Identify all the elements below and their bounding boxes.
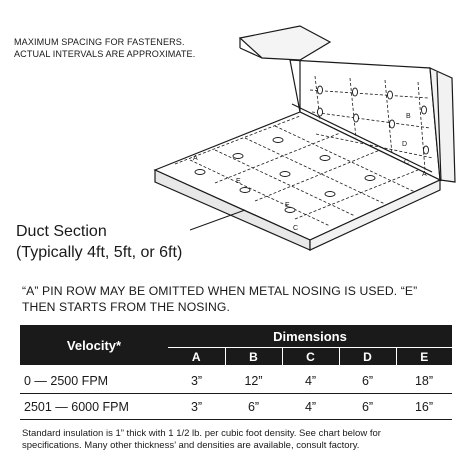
cell-c: 4” xyxy=(282,365,339,394)
fastener-pins xyxy=(194,85,429,213)
letter-e: E xyxy=(236,178,241,185)
cell-d: 6” xyxy=(339,365,396,394)
cell-b: 12” xyxy=(225,365,282,394)
dimension-letters: A E E C B D C A xyxy=(193,113,427,232)
column-header-c: C xyxy=(281,347,339,365)
dimensions-table-wrap: Velocity* Dimensions A B C D E 0 — 2500 … xyxy=(20,325,453,422)
letter-c-2: C xyxy=(404,159,409,166)
footnote-line-1: Standard insulation is 1” thick with 1 1… xyxy=(22,428,381,439)
velocity-header: Velocity* xyxy=(20,325,168,365)
letter-b: B xyxy=(406,113,411,120)
pin-row-note: “A” PIN ROW MAY BE OMITTED WHEN METAL NO… xyxy=(22,284,452,315)
letter-a: A xyxy=(193,155,198,162)
letter-c: C xyxy=(293,225,298,232)
column-header-a: A xyxy=(168,347,225,365)
cell-c: 4” xyxy=(282,393,339,420)
note-line-1: “A” PIN ROW MAY BE OMITTED WHEN METAL NO… xyxy=(22,284,418,298)
cell-a: 3” xyxy=(168,365,225,394)
row-velocity: 2501 — 6000 FPM xyxy=(20,393,168,420)
letter-a-2: A xyxy=(422,171,427,178)
cell-e: 18” xyxy=(396,365,453,394)
table-row: 0 — 2500 FPM 3” 12” 4” 6” 18” xyxy=(20,365,453,394)
duct-liner-diagram: A E E C B D C A xyxy=(153,25,456,251)
duct-section-label: Duct Section (Typically 4ft, 5ft, or 6ft… xyxy=(16,221,206,263)
cell-d: 6” xyxy=(339,393,396,420)
letter-d: D xyxy=(402,141,407,148)
fastener-spacing-caption: MAXIMUM SPACING FOR FASTENERS. ACTUAL IN… xyxy=(14,36,244,60)
column-header-d: D xyxy=(338,347,396,365)
letter-e-2: E xyxy=(285,202,290,209)
caption-line-2: ACTUAL INTERVALS ARE APPROXIMATE. xyxy=(14,49,196,59)
dimensions-table: Velocity* Dimensions A B C D E 0 — 2500 … xyxy=(20,325,453,420)
caption-line-1: MAXIMUM SPACING FOR FASTENERS. xyxy=(14,37,185,47)
note-line-2: THEN STARTS FROM THE NOSING. xyxy=(22,299,230,314)
duct-section-leader xyxy=(189,209,246,231)
fastener-grid xyxy=(174,75,434,227)
cell-e: 16” xyxy=(396,393,453,420)
row-velocity: 0 — 2500 FPM xyxy=(20,365,168,394)
insulation-footnote: Standard insulation is 1” thick with 1 1… xyxy=(22,428,462,452)
table-row: 2501 — 6000 FPM 3” 6” 4” 6” 16” xyxy=(20,393,453,420)
cell-a: 3” xyxy=(168,393,225,420)
dimensions-header: Dimensions xyxy=(168,325,453,348)
duct-label-line-1: Duct Section xyxy=(16,223,107,240)
footnote-line-2: specifications. Many other thickness’ an… xyxy=(22,440,360,451)
column-header-b: B xyxy=(224,347,282,365)
column-header-e: E xyxy=(395,347,453,365)
duct-label-line-2: (Typically 4ft, 5ft, or 6ft) xyxy=(16,244,183,261)
cell-b: 6” xyxy=(225,393,282,420)
